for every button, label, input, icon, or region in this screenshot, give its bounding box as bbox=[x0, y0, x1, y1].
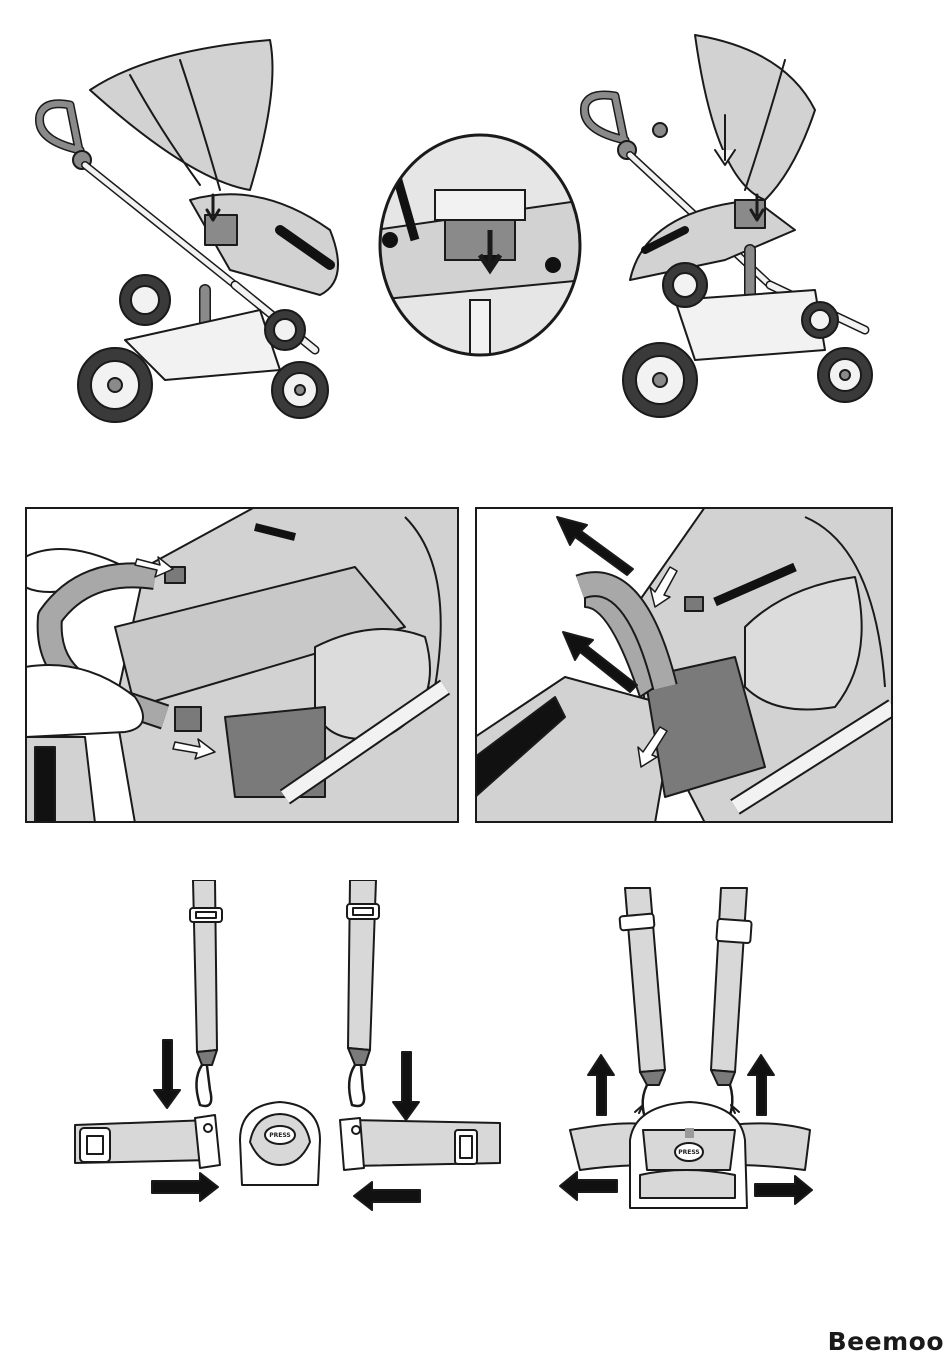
bumper-bar-insert-icon bbox=[25, 507, 459, 823]
stroller-seat-reversed-illustration bbox=[575, 30, 895, 430]
press-label-release: PRESS bbox=[678, 1149, 700, 1156]
seat-clip-detail-icon bbox=[375, 130, 585, 360]
stroller-seat-reversed-icon bbox=[575, 30, 895, 430]
stroller-seat-attach-icon bbox=[30, 30, 360, 430]
bumper-bar-remove-panel bbox=[475, 507, 893, 823]
seat-clip-detail-illustration bbox=[375, 130, 585, 360]
harness-attach-illustration: PRESS bbox=[60, 880, 520, 1220]
press-label: PRESS bbox=[269, 1132, 291, 1139]
harness-attach-icon: PRESS bbox=[60, 880, 520, 1220]
bumper-bar-remove-icon bbox=[475, 507, 893, 823]
brand-logo-text: Beemoo bbox=[828, 1327, 944, 1356]
harness-release-icon: PRESS bbox=[555, 880, 835, 1220]
stroller-seat-attach-illustration bbox=[30, 30, 360, 430]
harness-release-illustration: PRESS bbox=[555, 880, 835, 1220]
bumper-bar-insert-panel bbox=[25, 507, 459, 823]
